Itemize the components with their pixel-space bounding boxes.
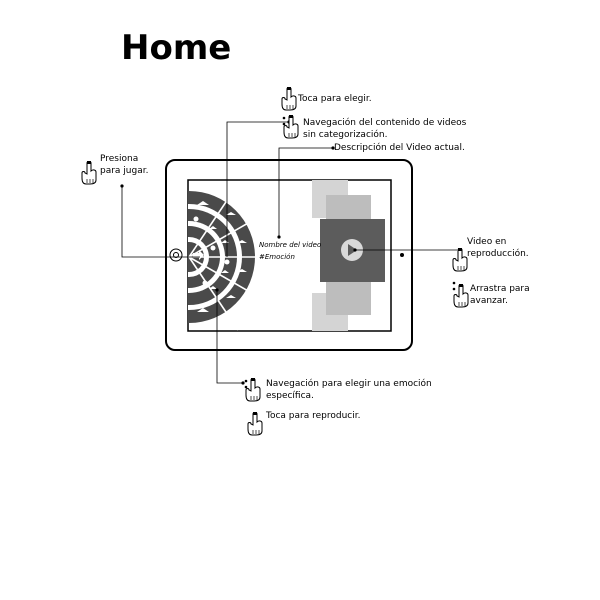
callout-toca-elegir: Toca para elegir. [298, 94, 372, 106]
pointing-hand-icon [453, 283, 469, 308]
callout-line: Toca para elegir. [298, 94, 372, 104]
callout-line: Presiona [100, 154, 139, 164]
emotion-wheel[interactable] [123, 183, 270, 331]
callout-line: reproducción. [467, 248, 529, 259]
callout-toca-reproducir: Toca para reproducir. [266, 411, 360, 423]
callout-line: sin categorización. [303, 129, 388, 140]
pointing-hand-icon [81, 160, 97, 185]
page-title: Home [121, 28, 232, 68]
pointing-hand-icon [247, 411, 263, 436]
pointing-hand-icon [283, 114, 299, 139]
callout-line: Arrastra para [470, 284, 530, 294]
pointing-hand-icon [281, 86, 297, 111]
pointing-hand-icon [245, 377, 261, 402]
callout-line: específica. [266, 390, 314, 401]
callout-line: Descripción del Video actual. [334, 143, 465, 153]
video-emotion-label: #Emoción [259, 253, 295, 261]
home-button-icon[interactable] [169, 248, 183, 262]
callout-line: para jugar. [100, 165, 149, 176]
callout-line: Video en [467, 237, 507, 247]
callout-presiona: Presiona para jugar. [100, 154, 148, 177]
callout-arrastra: Arrastra para avanzar. [470, 284, 530, 307]
callout-line: Toca para reproducir. [266, 411, 361, 421]
connector-lines [121, 121, 457, 384]
video-name-label: Nombre del video [259, 241, 322, 249]
pointing-hand-icon [452, 247, 468, 272]
callout-navegacion-emocion: Navegación para elegir una emoción espec… [266, 379, 432, 402]
play-icon[interactable] [341, 239, 363, 261]
callout-line: avanzar. [470, 295, 509, 306]
callout-video-reproduccion: Video en reproducción. [467, 237, 529, 260]
callout-descripcion: Descripción del Video actual. [334, 143, 465, 155]
callout-navegacion-videos: Navegación del contenido de videos sin c… [303, 118, 466, 141]
callout-line: Navegación para elegir una emoción [266, 379, 432, 389]
swipe-dots [244, 116, 456, 389]
camera-dot [400, 253, 404, 257]
callout-line: Navegación del contenido de videos [303, 118, 467, 128]
